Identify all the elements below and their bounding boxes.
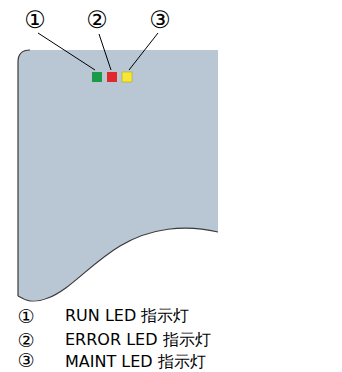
legend-text: RUN LED 指示灯 — [65, 308, 189, 324]
cut-line — [18, 228, 218, 301]
legend-text: MAINT LED 指示灯 — [65, 354, 206, 370]
leader-line — [129, 33, 158, 70]
device-housing — [18, 50, 218, 301]
housing-edge — [18, 50, 30, 296]
maint-led — [122, 72, 132, 82]
list-number: ① — [17, 307, 34, 326]
legend-text: ERROR LED 指示灯 — [65, 332, 211, 348]
callout-number: ③ — [149, 8, 171, 32]
list-number: ② — [17, 331, 34, 350]
callout-number: ② — [86, 8, 108, 32]
list-number: ③ — [17, 351, 34, 370]
leader-line — [38, 33, 95, 70]
run-led — [92, 72, 102, 82]
leader-line — [99, 34, 111, 70]
callout-number: ① — [24, 8, 46, 32]
error-led — [107, 72, 117, 82]
